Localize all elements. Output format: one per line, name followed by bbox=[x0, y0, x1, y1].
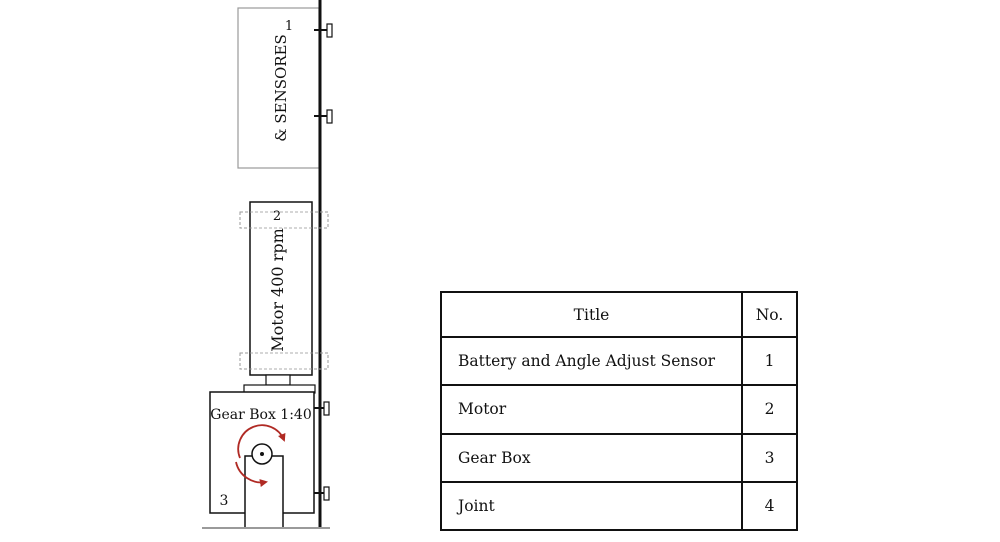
rail-clamp bbox=[314, 486, 330, 501]
motor-shaft bbox=[265, 374, 291, 386]
motor-number: 2 bbox=[273, 209, 281, 224]
gearbox-number: 3 bbox=[220, 493, 229, 509]
table-row: Battery and Angle Adjust Sensor 1 bbox=[440, 335, 798, 387]
table-header-row: Title No. bbox=[440, 291, 798, 338]
rotation-arrow-icon bbox=[237, 424, 286, 459]
row-title: Gear Box bbox=[440, 432, 743, 483]
battery-sensor-label: & SENSORES bbox=[272, 34, 290, 142]
table-row: Motor 2 bbox=[440, 384, 798, 435]
table-row: Gear Box 3 bbox=[440, 432, 798, 483]
box1-number: 1 bbox=[285, 19, 293, 34]
row-title: Battery and Angle Adjust Sensor bbox=[440, 335, 743, 387]
row-number: 4 bbox=[741, 480, 798, 532]
gearbox-label: Gear Box 1:40 bbox=[210, 407, 311, 423]
parts-table: Title No. Battery and Angle Adjust Senso… bbox=[440, 291, 798, 532]
row-number: 2 bbox=[741, 384, 798, 435]
column-header-no: No. bbox=[741, 291, 798, 338]
row-number: 1 bbox=[741, 335, 798, 387]
motor-box bbox=[249, 201, 313, 376]
motor-label: Motor 400 rpm bbox=[268, 228, 287, 352]
mechanism-diagram: & SENSORES 1 Motor 400 rpm 2 Gear Box 1:… bbox=[202, 0, 333, 529]
column-header-title: Title bbox=[440, 291, 743, 338]
table-row: Joint 4 bbox=[440, 480, 798, 532]
joint-arm bbox=[244, 455, 284, 528]
rotation-arrow-icon bbox=[235, 461, 268, 487]
row-title: Joint bbox=[440, 480, 743, 532]
rail-clamp bbox=[314, 109, 333, 124]
row-number: 3 bbox=[741, 432, 798, 483]
rail-clamp bbox=[314, 23, 333, 38]
rail-clamp bbox=[314, 401, 330, 416]
row-title: Motor bbox=[440, 384, 743, 435]
